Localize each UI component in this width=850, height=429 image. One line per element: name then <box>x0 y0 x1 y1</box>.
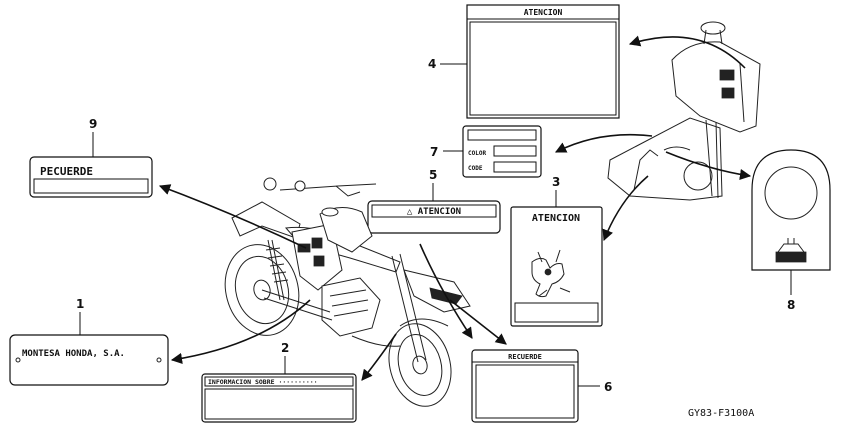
label-9-text: PECUERDE <box>40 165 93 178</box>
label-3-text: ATENCION <box>532 213 580 224</box>
label-5-text: △ ATENCION <box>407 207 461 217</box>
label-6-text: RECUERDE <box>508 353 542 361</box>
label-4-atencion-plate: ATENCION <box>466 4 620 119</box>
motorcycle-illustration <box>224 177 471 407</box>
callout-9: 9 <box>89 117 97 131</box>
label-3-atencion-plate: ATENCION <box>510 206 603 327</box>
label-8-round-plate <box>751 149 831 271</box>
label-1-montesa-plate: MONTESA HONDA, S.A. <box>9 334 169 386</box>
tank-detail-illustration <box>607 21 761 201</box>
label-3-pictogram <box>531 249 571 298</box>
callout-1: 1 <box>76 297 84 311</box>
label-6-recuerde-plate: RECUERDE <box>471 349 579 423</box>
label-7-color-text: COLOR <box>468 150 486 157</box>
label-1-text: MONTESA HONDA, S.A. <box>22 349 125 359</box>
label-2-text: INFORMACION SOBRE ·········· <box>208 378 318 386</box>
label-4-text: ATENCION <box>524 8 563 17</box>
callout-5: 5 <box>429 168 437 182</box>
callout-3: 3 <box>552 175 560 189</box>
callout-4: 4 <box>428 57 436 71</box>
label-2-informacion-plate: INFORMACION SOBRE ·········· <box>201 373 357 423</box>
diagram-code: GY83-F3100A <box>688 408 754 419</box>
label-7-color-code-plate: COLOR CODE <box>462 125 542 178</box>
callout-8: 8 <box>787 298 795 312</box>
callout-7: 7 <box>430 145 438 159</box>
label-5-atencion-plate: △ ATENCION <box>367 200 501 234</box>
callout-2: 2 <box>281 341 289 355</box>
label-7-code-text: CODE <box>468 165 483 172</box>
arrows <box>158 35 752 381</box>
label-8-connector-pictogram <box>775 238 807 263</box>
label-9-pecuerde-plate: PECUERDE <box>29 156 153 198</box>
callout-6: 6 <box>604 380 612 394</box>
